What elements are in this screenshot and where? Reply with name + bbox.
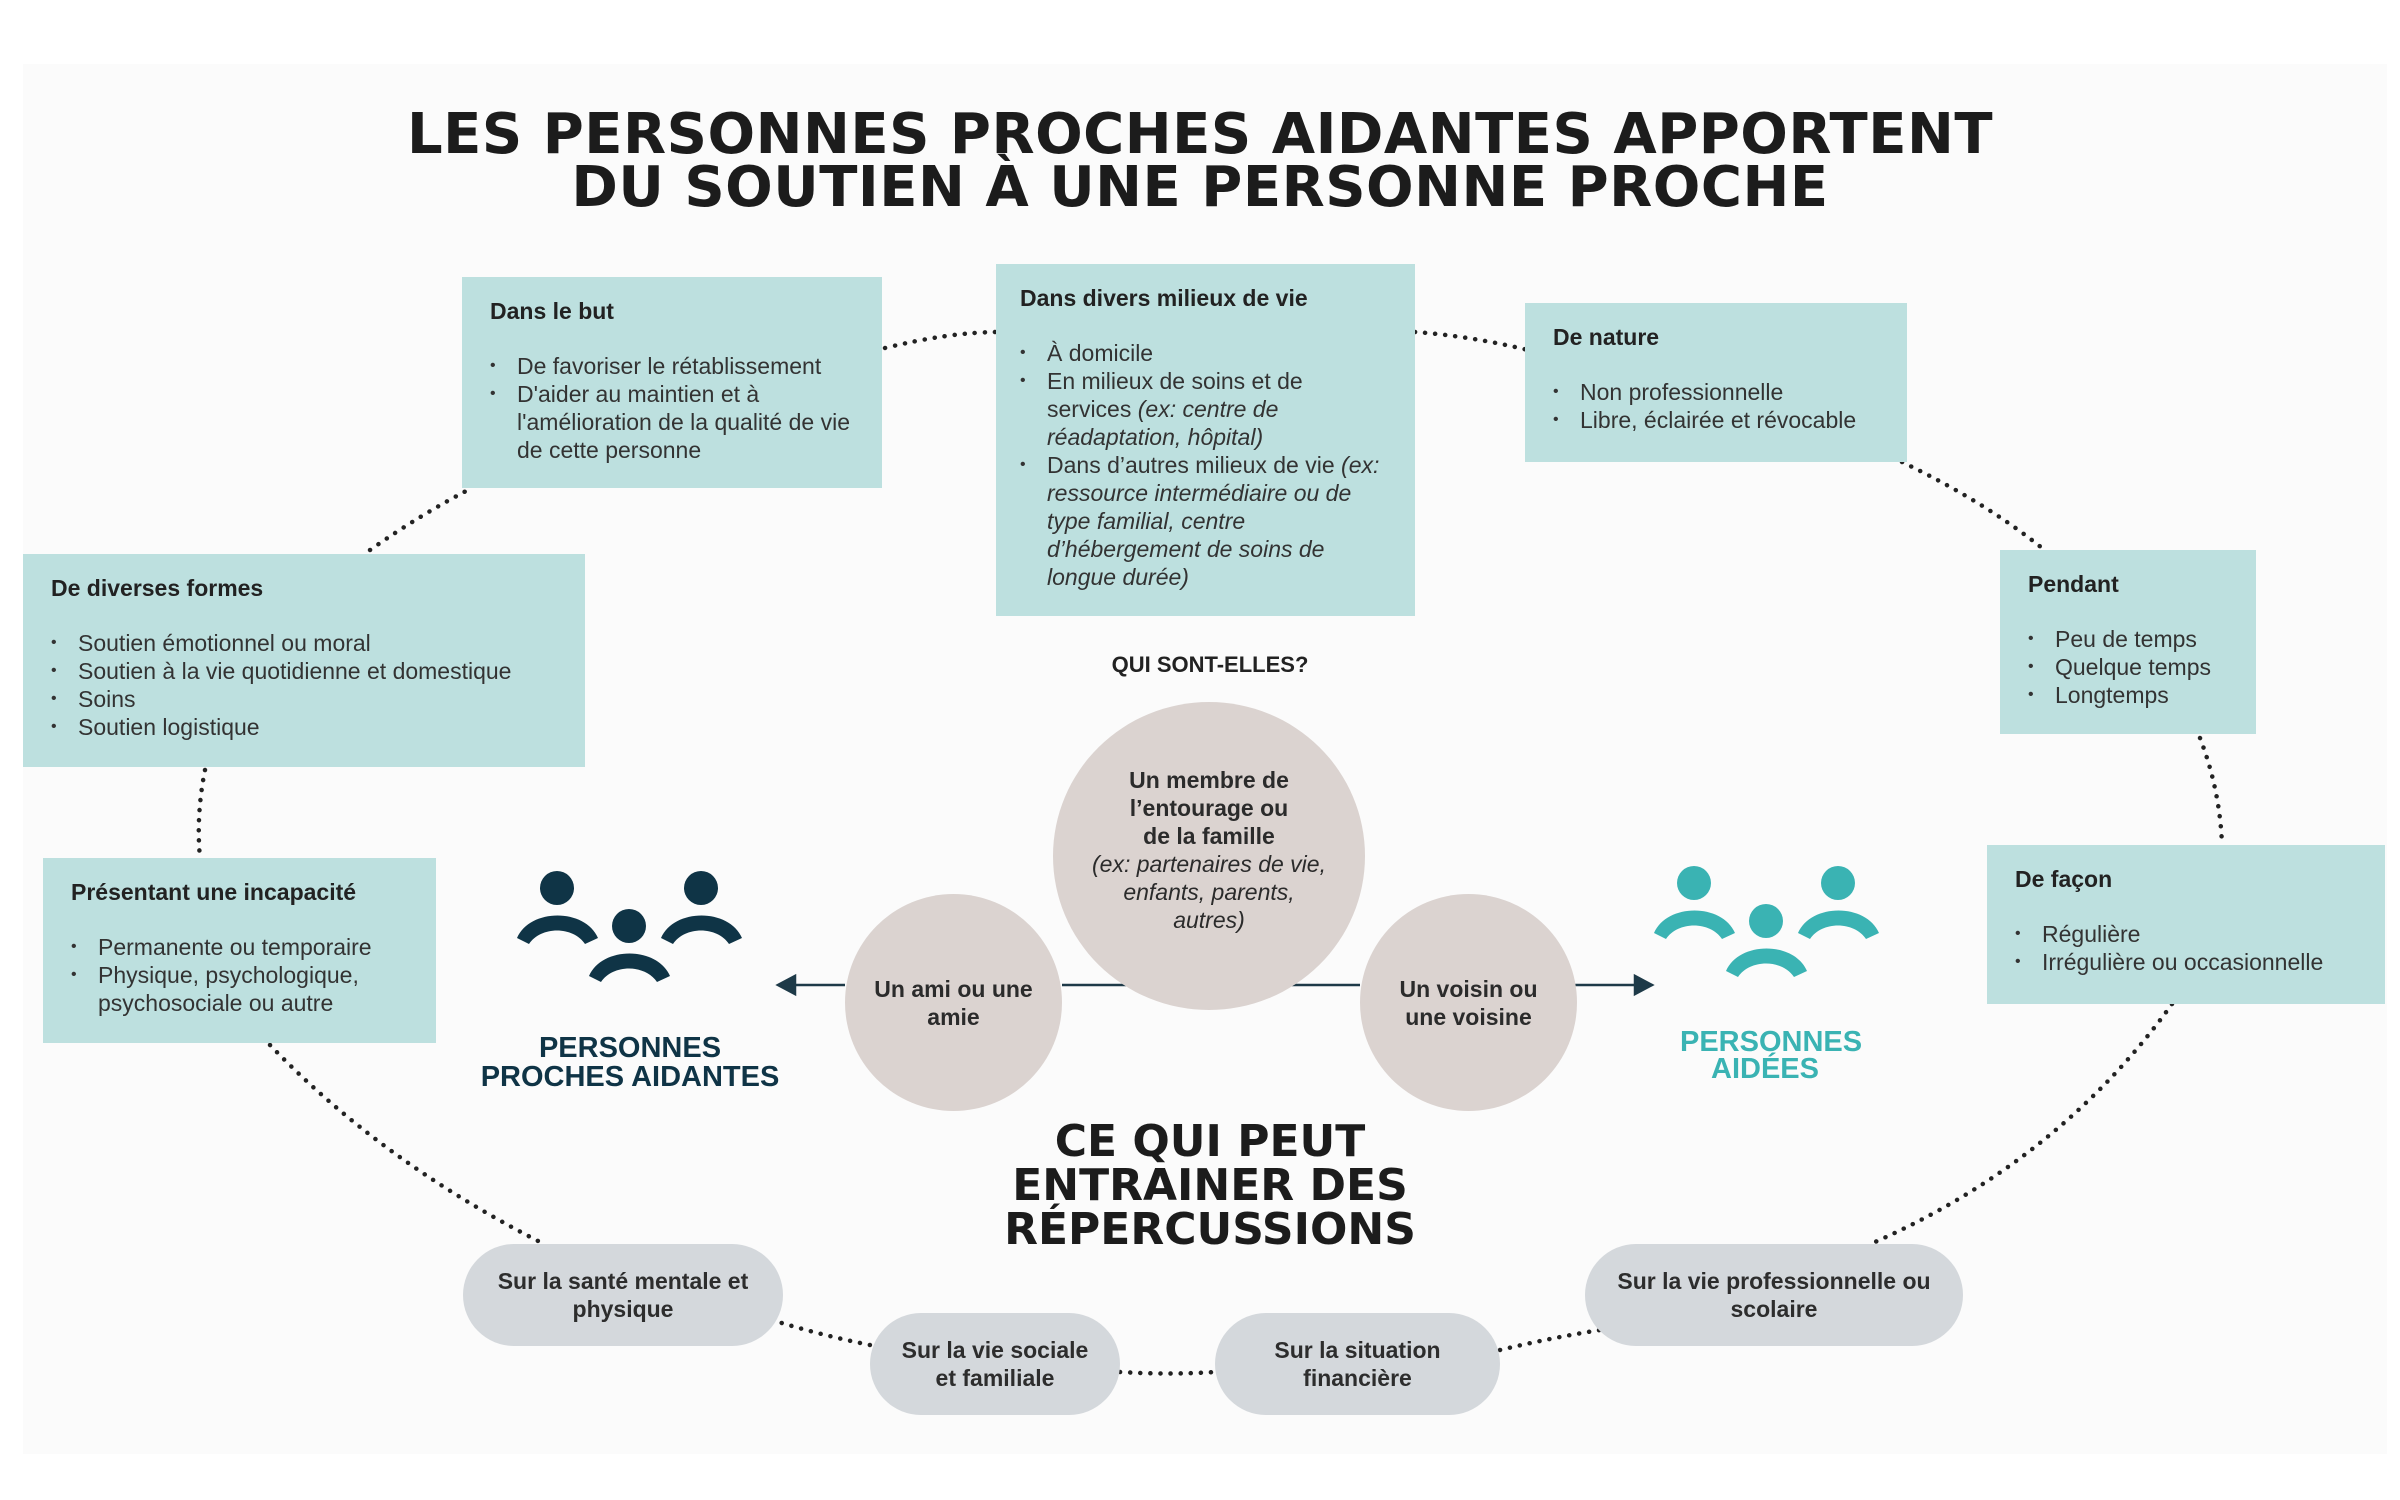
list-item-text: Dans d’autres milieux de vie xyxy=(1047,452,1342,478)
connector-bottom-3 xyxy=(1497,1327,1603,1353)
people-group-teal-icon xyxy=(1654,866,1879,977)
list-item: Soutien émotionnel ou moral xyxy=(51,629,557,657)
pill-text: Sur la vie professionnelle ou scolaire xyxy=(1617,1268,1931,1322)
people-group-navy-icon xyxy=(517,871,742,982)
arrow-head-left xyxy=(775,973,797,997)
pill-text: Sur la santé mentale et physique xyxy=(497,1268,749,1322)
pill-situation-financiere: Sur la situation financière xyxy=(1215,1313,1500,1415)
box-incapacite: Présentant une incapacité Permanente ou … xyxy=(43,858,436,1043)
circle-text: Un ami ou une amie xyxy=(874,975,1033,1030)
connector-left-upper xyxy=(367,487,471,553)
list-item: Longtemps xyxy=(2028,681,2228,709)
list-item: De favoriser le rétablissement xyxy=(490,352,854,380)
box-heading: Dans le but xyxy=(490,298,614,324)
main-title-line-1: LES PERSONNES PROCHES AIDANTES APPORTENT xyxy=(406,102,1994,167)
list-item: À domicile xyxy=(1020,339,1385,367)
box-heading: De diverses formes xyxy=(51,575,264,601)
list-item: Peu de temps xyxy=(2028,625,2228,653)
box-dans-le-but: Dans le but De favoriser le rétablisseme… xyxy=(462,277,882,488)
list-item: Soins xyxy=(51,685,557,713)
box-pendant: Pendant Peu de temps Quelque temps Longt… xyxy=(2000,550,2256,734)
arrow-head-right xyxy=(1633,973,1655,997)
box-de-facon: De façon Régulière Irrégulière ou occasi… xyxy=(1987,845,2385,1004)
circle-text: Un voisin ou une voisine xyxy=(1399,975,1538,1030)
question-label: QUI SONT-ELLES? xyxy=(1111,652,1309,677)
list-item: Régulière xyxy=(2015,920,2357,948)
list-item: Libre, éclairée et révocable xyxy=(1553,406,1879,434)
connector-left-lower xyxy=(267,1042,543,1245)
list-item: Soutien logistique xyxy=(51,713,557,741)
box-diverses-formes: De diverses formes Soutien émotionnel ou… xyxy=(23,554,585,767)
repercussions-title: CE QUI PEUT ENTRAINER DES RÉPERCUSSIONS xyxy=(1004,1116,1416,1255)
pill-text: Sur la vie sociale et familiale xyxy=(901,1337,1089,1391)
circle-voisin: Un voisin ou une voisine xyxy=(1360,894,1577,1111)
circle-text: Un membre de l’entourage ou de la famill… xyxy=(1129,767,1289,849)
connector-right-upper xyxy=(1899,459,2045,551)
box-heading: Présentant une incapacité xyxy=(71,879,357,905)
list-item: Dans d’autres milieux de vie (ex: ressou… xyxy=(1020,451,1385,591)
connector-right-mid xyxy=(2197,735,2225,848)
group-label-aidantes: PERSONNES PROCHES AIDANTES xyxy=(480,1032,780,1093)
pill-vie-professionnelle: Sur la vie professionnelle ou scolaire xyxy=(1585,1244,1963,1346)
list-item: D'aider au maintien et à l'amélioration … xyxy=(490,380,854,464)
box-heading: Dans divers milieux de vie xyxy=(1020,285,1308,311)
circle-ami: Un ami ou une amie xyxy=(845,894,1062,1111)
circle-note: (ex: partenaires de vie, enfants, parent… xyxy=(1092,851,1326,933)
list-item: Physique, psychologique, psychosociale o… xyxy=(71,961,408,1017)
list-item-note: (ex: centre de réadaptation, hôpital) xyxy=(1047,396,1279,450)
list-item-text: À domicile xyxy=(1047,340,1154,366)
list-item: Non professionnelle xyxy=(1553,378,1879,406)
connector-right-lower xyxy=(1872,1001,2175,1245)
connector-top-left xyxy=(882,329,1003,351)
list-item: En milieux de soins et de services (ex: … xyxy=(1020,367,1385,451)
connector-top-right xyxy=(1412,329,1531,353)
box-de-nature: De nature Non professionnelle Libre, écl… xyxy=(1525,303,1907,462)
box-heading: De nature xyxy=(1553,324,1660,350)
group-label-aidees: PERSONNES AIDÉES xyxy=(1680,1026,1863,1085)
box-heading: Pendant xyxy=(2028,571,2119,597)
connector-left-mid xyxy=(196,767,208,861)
list-item: Permanente ou temporaire xyxy=(71,933,408,961)
pill-text: Sur la situation financière xyxy=(1274,1337,1441,1391)
connector-bottom-2 xyxy=(1117,1369,1218,1376)
box-heading: De façon xyxy=(2015,866,2113,892)
list-item-note: (ex: ressource intermédiaire ou de type … xyxy=(1047,452,1380,590)
main-title-line-2: DU SOUTIEN À UNE PERSONNE PROCHE xyxy=(571,155,1829,220)
pill-sante: Sur la santé mentale et physique xyxy=(463,1244,783,1346)
list-item: Soutien à la vie quotidienne et domestiq… xyxy=(51,657,557,685)
list-item: Quelque temps xyxy=(2028,653,2228,681)
list-item-text: En milieux de soins et de services xyxy=(1047,368,1303,422)
circle-membre-famille: Un membre de l’entourage ou de la famill… xyxy=(1053,702,1365,1010)
list-item: Irrégulière ou occasionnelle xyxy=(2015,948,2357,976)
connector-bottom-1 xyxy=(769,1317,873,1348)
pill-vie-sociale: Sur la vie sociale et familiale xyxy=(870,1313,1120,1415)
box-milieux-de-vie: Dans divers milieux de vie À domicile En… xyxy=(996,264,1415,616)
